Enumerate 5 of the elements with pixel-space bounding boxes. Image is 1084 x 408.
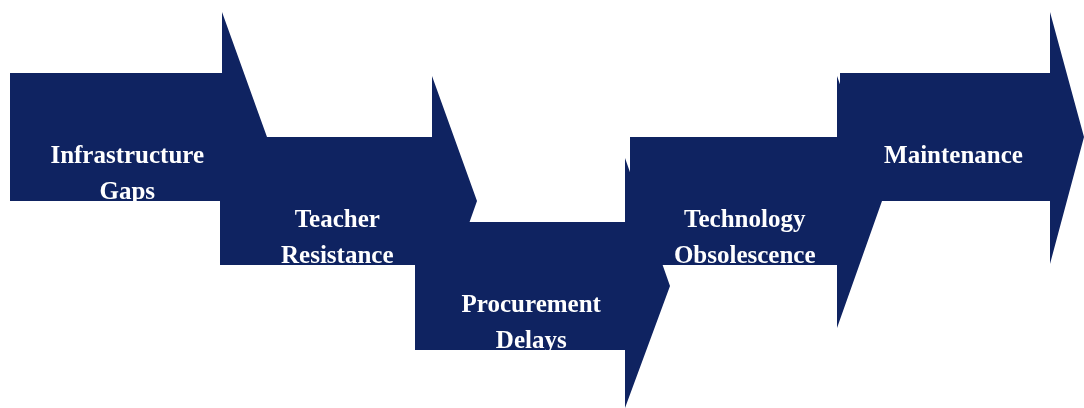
step-label: Infrastructure Gaps (49, 140, 206, 206)
step-label: Teacher Resistance (280, 204, 395, 270)
step-label: Procurement Delays (460, 289, 602, 355)
step-label: Technology Obsolescence (672, 204, 817, 270)
step-label: Maintenance (883, 140, 1024, 170)
